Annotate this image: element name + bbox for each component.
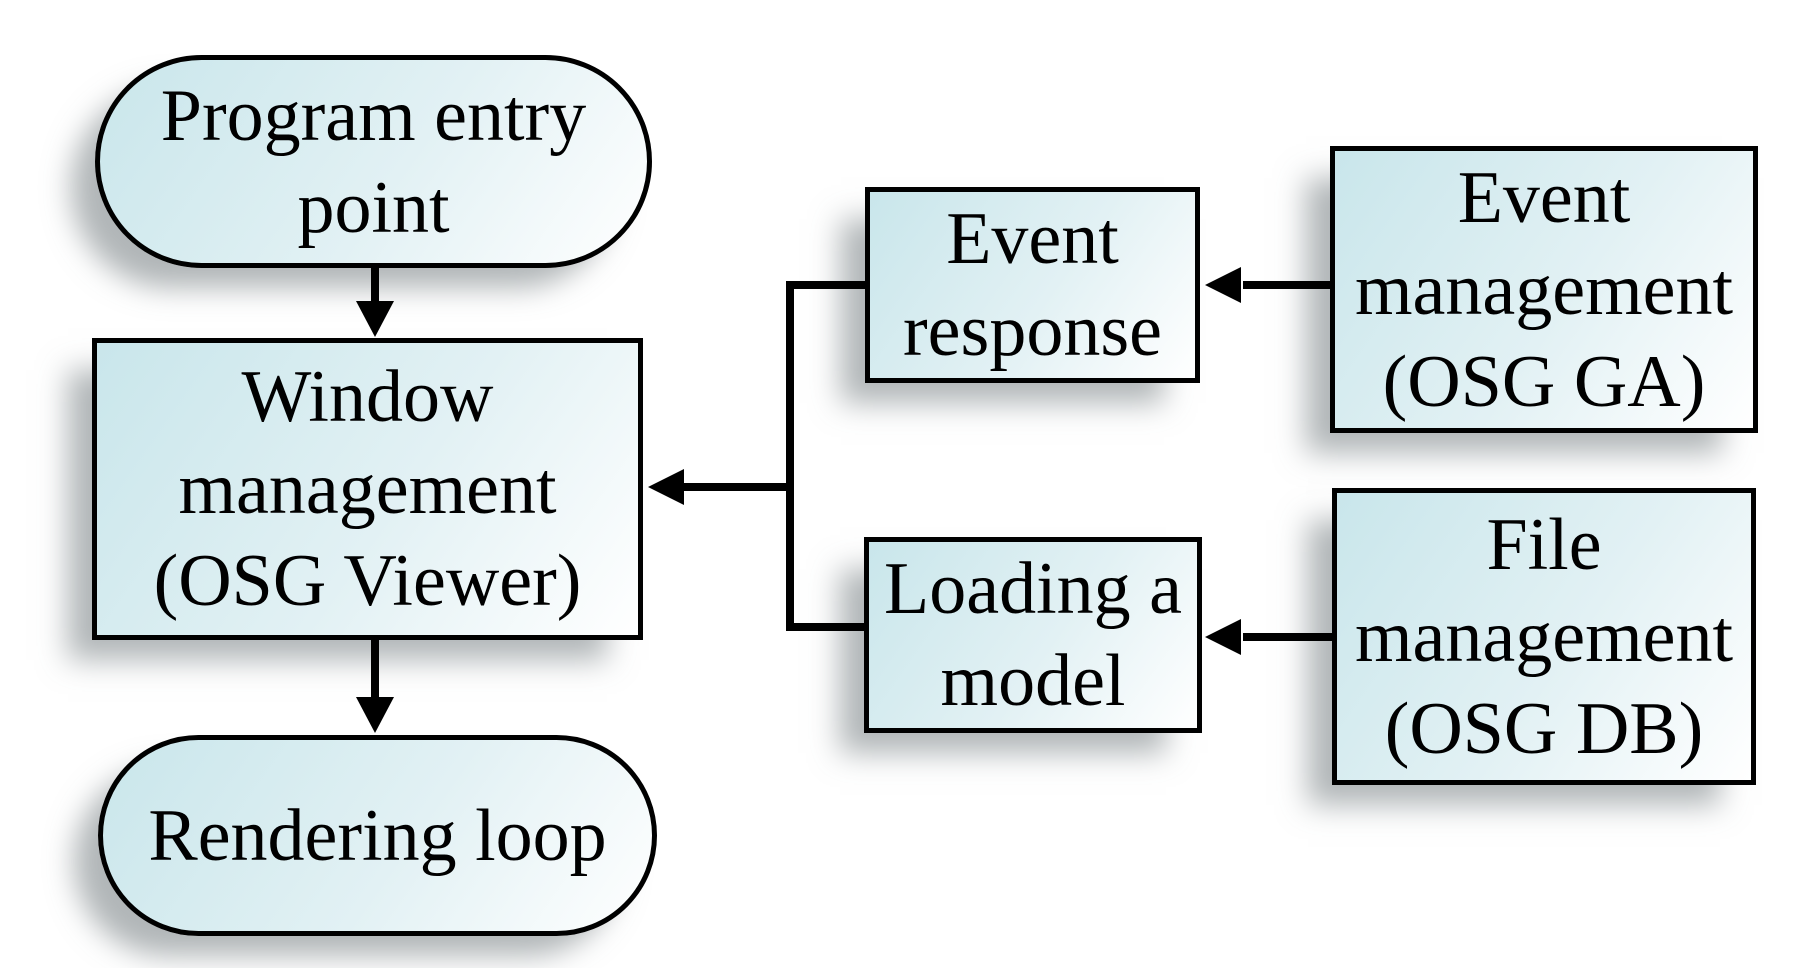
- node-event-management: Event management (OSG GA): [1330, 146, 1758, 433]
- node-label-line: Program entry: [160, 74, 587, 157]
- node-label-line: Event: [946, 198, 1119, 280]
- node-label-line: management: [1354, 595, 1734, 678]
- node-program-entry-point: Program entry point: [95, 55, 652, 268]
- node-label-line: (OSG GA): [1382, 340, 1706, 423]
- node-label-line: Event: [1457, 156, 1631, 239]
- node-label-line: response: [903, 290, 1162, 372]
- node-label-line: (OSG DB): [1384, 687, 1704, 770]
- node-loading-a-model: Loading a model: [864, 537, 1202, 733]
- node-rendering-loop: Rendering loop: [98, 735, 657, 936]
- node-label-line: Rendering loop: [148, 794, 607, 877]
- node-label-line: management: [1354, 248, 1734, 331]
- node-file-management: File management (OSG DB): [1332, 488, 1756, 785]
- arrow-program-entry-to-window-management: [356, 266, 394, 337]
- node-event-response: Event response: [865, 187, 1200, 383]
- node-label-line: (OSG Viewer): [153, 540, 582, 622]
- node-label-line: management: [178, 448, 557, 530]
- node-label-line: model: [940, 640, 1126, 722]
- node-label-line: Window: [241, 356, 494, 438]
- arrow-file-management-to-loading-model: [1205, 619, 1332, 655]
- arrow-event-management-to-event-response: [1205, 267, 1330, 303]
- arrow-window-management-to-rendering-loop: [356, 638, 394, 733]
- node-label-line: point: [297, 166, 450, 249]
- node-label-line: Loading a: [884, 548, 1182, 630]
- node-window-management: Window management (OSG Viewer): [92, 338, 643, 640]
- node-label-line: File: [1486, 503, 1602, 586]
- bracket-arrow-to-window-management: [648, 281, 865, 631]
